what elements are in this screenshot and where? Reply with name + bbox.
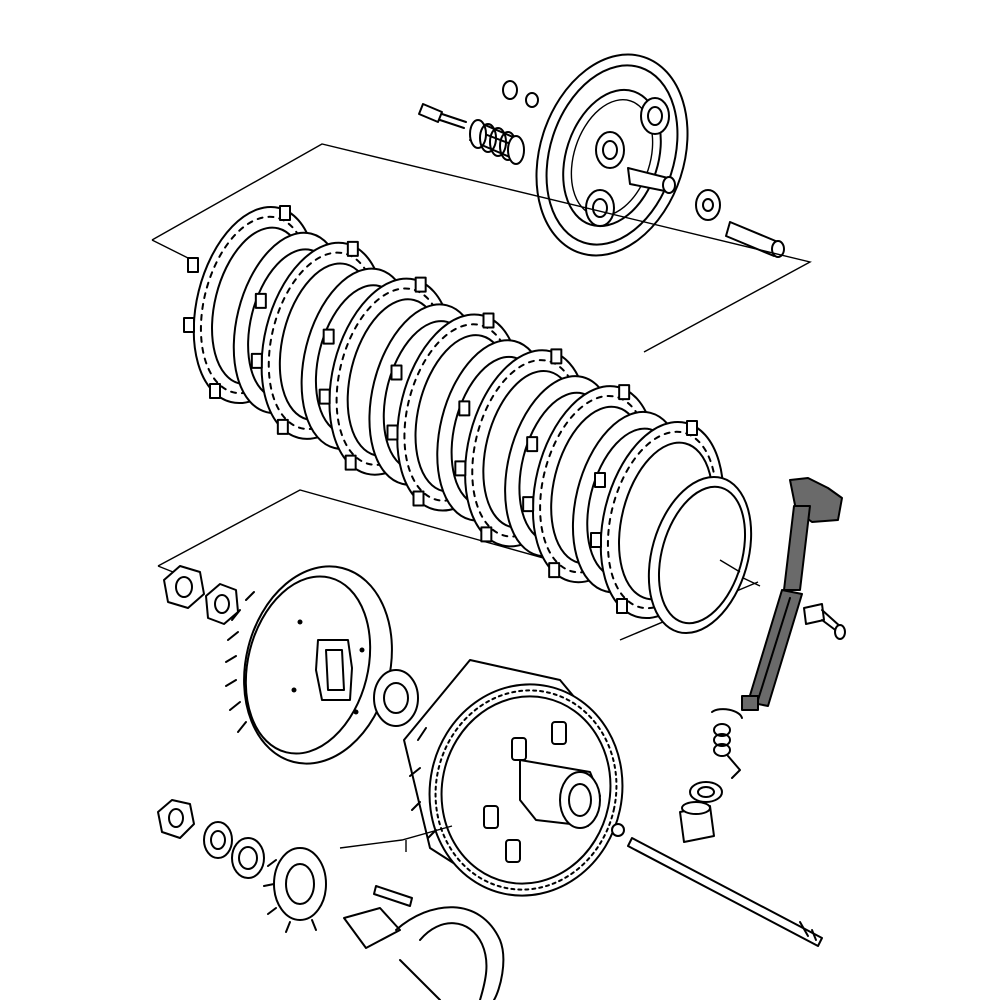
shaft-bolt [803, 603, 846, 640]
lifter-piece [725, 221, 785, 258]
thrust-washer-lower [231, 837, 265, 879]
locknut [163, 565, 205, 609]
bushing [679, 801, 715, 843]
woodruff-key [373, 885, 413, 907]
locknut-lower [157, 799, 195, 839]
oil-seal [689, 781, 723, 803]
judder-spring-seat [647, 475, 753, 635]
crankcase [343, 906, 505, 1000]
pressure-plate [535, 53, 689, 257]
thrust-washer [373, 669, 419, 727]
clutch-hub [225, 565, 393, 765]
clutch-housing [403, 659, 624, 897]
lock-washer [205, 583, 239, 625]
push-rod [627, 837, 823, 947]
lifter-shaft [741, 477, 843, 711]
lock-washer-lower [203, 821, 233, 859]
leader-lines [339, 559, 741, 852]
spring-bolts [418, 103, 467, 129]
clutch-plate-stack [183, 205, 725, 620]
clutch-springs [469, 119, 525, 165]
return-spring [711, 708, 743, 779]
lifter-bearing [502, 80, 721, 221]
primary-gear [263, 847, 327, 933]
steel-ball [611, 823, 625, 837]
